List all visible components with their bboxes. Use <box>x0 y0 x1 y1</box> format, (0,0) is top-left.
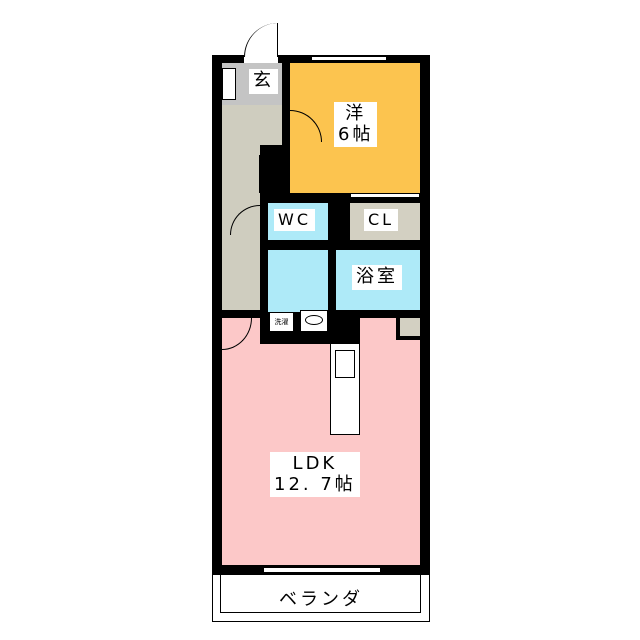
fridge-space <box>396 318 420 340</box>
entrance-label: 玄 <box>249 69 278 94</box>
hallway-upper <box>260 105 282 145</box>
window-bottom <box>264 567 380 573</box>
basin-bowl <box>305 315 323 325</box>
bath-label: 浴室 <box>352 265 402 290</box>
room-washroom <box>268 250 328 312</box>
wc-label: WC <box>274 209 315 232</box>
ldk-label: LDK 12. 7帖 <box>270 452 360 498</box>
ldk-name: LDK <box>292 453 338 474</box>
veranda <box>212 575 430 622</box>
closet-door-strip <box>350 193 420 198</box>
room-ldk <box>222 318 420 565</box>
shoe-box <box>222 68 236 100</box>
sink <box>335 350 355 378</box>
entrance-door-frame <box>244 55 278 63</box>
western-room-name: 洋 <box>345 103 367 124</box>
window-top <box>312 56 386 61</box>
laundry-label: 洗濯 <box>274 318 289 326</box>
laundry-space: 洗濯 <box>269 312 294 332</box>
ldk-size: 12. 7帖 <box>274 473 356 495</box>
entrance-door[interactable] <box>244 23 278 57</box>
closet-hall-door[interactable] <box>244 155 260 193</box>
closet-label: CL <box>364 209 399 232</box>
western-room-size: 6帖 <box>338 123 374 145</box>
western-room-label: 洋 6帖 <box>334 102 378 148</box>
veranda-label: ベランダ <box>279 589 363 610</box>
